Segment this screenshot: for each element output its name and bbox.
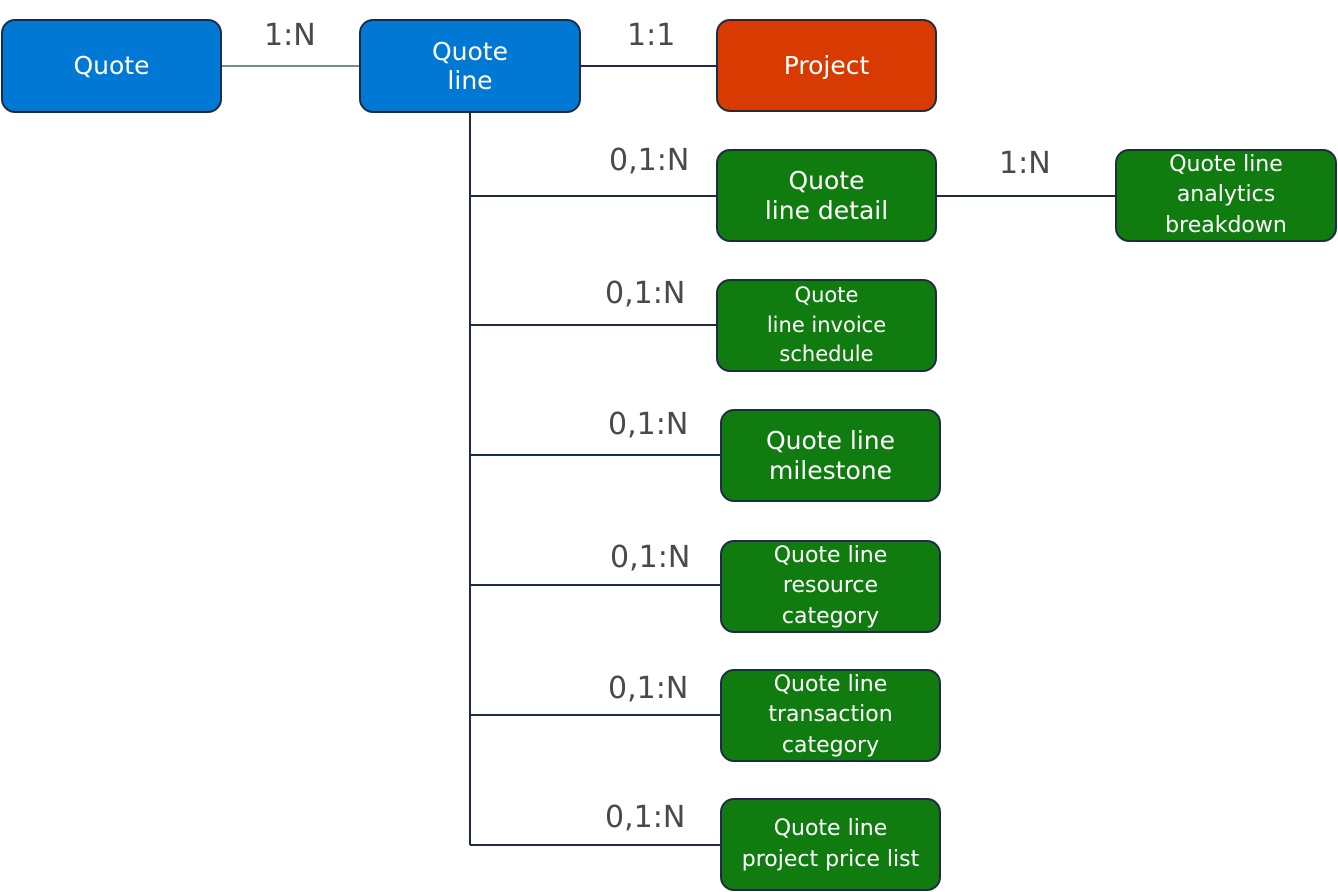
entity-quote-line-detail-label: Quote line detail [764, 166, 889, 225]
entity-quote-line-milestone-label: Quote line milestone [765, 426, 896, 485]
entity-quote-line-invoice-schedule-label: Quote line invoice schedule [766, 283, 887, 367]
relation-quote-line-project-price-list: 0,1:N [605, 800, 686, 835]
entity-quote-line[interactable]: Quote line [359, 19, 581, 113]
relation-quote-to-quote-line: 1:N [264, 18, 316, 53]
entity-quote-line-resource-category[interactable]: Quote line resource category [720, 540, 941, 633]
entity-quote-line-analytics-breakdown[interactable]: Quote line analytics breakdown [1115, 149, 1337, 242]
entity-quote-line-invoice-schedule[interactable]: Quote line invoice schedule [716, 279, 937, 372]
entity-quote-line-milestone[interactable]: Quote line milestone [720, 409, 941, 502]
relation-quote-line-detail: 0,1:N [609, 143, 690, 178]
entity-quote-line-transaction-category[interactable]: Quote line transaction category [720, 669, 941, 762]
relation-quote-line-to-project: 1:1 [627, 18, 676, 53]
relation-quote-line-transaction-category: 0,1:N [608, 671, 689, 706]
entity-quote-line-transaction-category-label: Quote line transaction category [768, 671, 893, 758]
entity-quote-line-analytics-breakdown-label: Quote line analytics breakdown [1165, 151, 1287, 238]
entity-quote-line-resource-category-label: Quote line resource category [773, 542, 888, 629]
entity-project-label: Project [783, 50, 870, 80]
entity-quote-label: Quote [73, 51, 150, 81]
relation-quote-line-invoice-schedule: 0,1:N [605, 276, 686, 311]
entity-project[interactable]: Project [716, 19, 937, 112]
entity-quote[interactable]: Quote [1, 19, 222, 113]
entity-quote-line-label: Quote line [431, 36, 508, 96]
entity-quote-line-project-price-list[interactable]: Quote line project price list [720, 798, 941, 891]
relation-quote-line-resource-category: 0,1:N [610, 540, 691, 575]
relation-quote-line-milestone: 0,1:N [608, 407, 689, 442]
entity-quote-line-project-price-list-label: Quote line project price list [741, 816, 920, 872]
relation-detail-to-analytics: 1:N [999, 146, 1051, 181]
entity-quote-line-detail[interactable]: Quote line detail [716, 149, 937, 242]
